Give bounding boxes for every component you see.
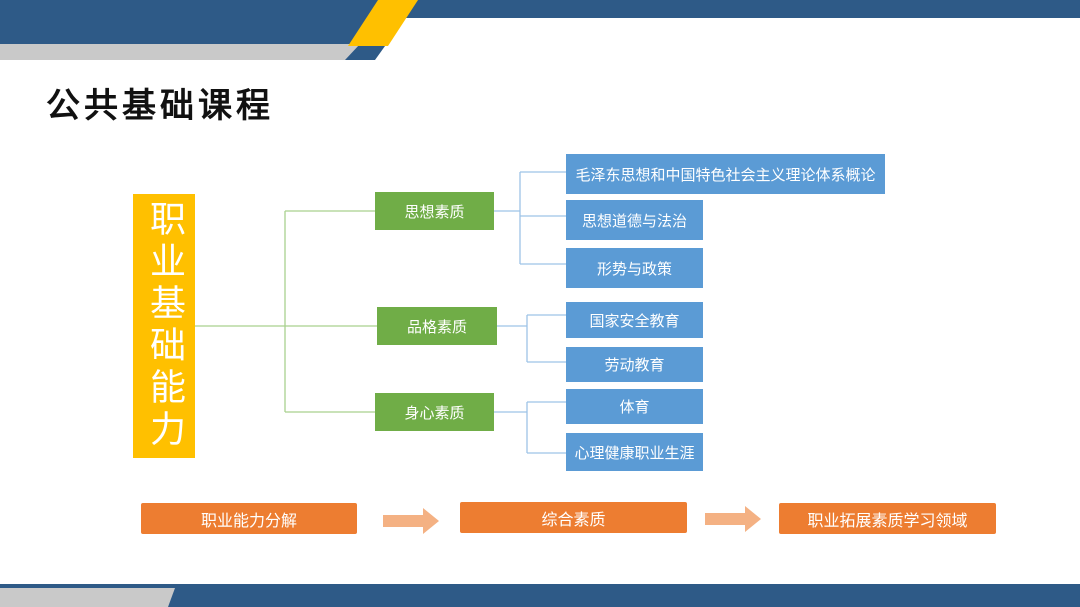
- root-node: 职业基础能力: [133, 194, 195, 458]
- page-title: 公共基础课程: [46, 86, 274, 126]
- bottom-banner: [0, 584, 1080, 607]
- category-node-body-mind: 身心素质: [375, 393, 494, 431]
- flow-step-2: 综合素质: [460, 502, 687, 533]
- category-node-thought: 思想素质: [375, 192, 494, 230]
- root-node-label: 职业基础能力: [144, 200, 185, 452]
- item-node: 国家安全教育: [566, 302, 703, 338]
- item-node: 形势与政策: [566, 248, 703, 288]
- flow-step-1: 职业能力分解: [141, 503, 357, 534]
- item-node: 毛泽东思想和中国特色社会主义理论体系概论: [566, 154, 885, 194]
- item-node: 劳动教育: [566, 347, 703, 382]
- item-node: 心理健康职业生涯: [566, 433, 703, 471]
- flow-arrow-icon: [705, 506, 761, 532]
- top-banner: [0, 0, 1080, 60]
- item-node: 体育: [566, 389, 703, 424]
- flow-step-3: 职业拓展素质学习领域: [779, 503, 996, 534]
- category-node-character: 品格素质: [377, 307, 497, 345]
- item-node: 思想道德与法治: [566, 200, 703, 240]
- flow-arrow-icon: [383, 508, 439, 534]
